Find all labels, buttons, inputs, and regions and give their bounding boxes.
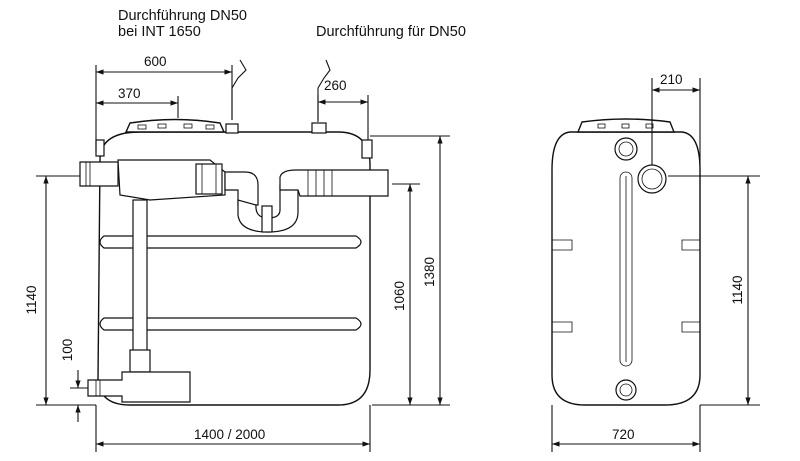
dim-1140-left: 1140 (24, 285, 39, 314)
leader-dn50-top (231, 59, 247, 120)
dim-1400-2000: 1400 / 2000 (194, 427, 265, 442)
dim-1060: 1060 (392, 281, 407, 311)
annotation-dn50-line2: bei INT 1650 (118, 24, 201, 40)
side-view (551, 118, 701, 406)
right-side-stub (361, 139, 373, 159)
tank-body-front (97, 131, 371, 406)
rib-upper (99, 235, 362, 249)
front-view (79, 118, 389, 406)
dim-720: 720 (612, 427, 635, 442)
dn50-for-socket (311, 122, 327, 134)
annotation-dn50-for: Durchführung für DN50 (316, 24, 466, 40)
left-top-stub (95, 139, 105, 157)
dim-600: 600 (144, 54, 167, 69)
side-dimensions: 210 1140 720 (551, 72, 760, 452)
suction-pipe (132, 199, 148, 375)
dn50-top-socket (225, 123, 239, 134)
dim-100: 100 (60, 339, 75, 362)
dim-210: 210 (660, 72, 683, 87)
dim-370: 370 (118, 86, 141, 101)
dim-1380: 1380 (422, 257, 437, 287)
side-lid (576, 118, 676, 133)
annotation-dn50-line1: Durchführung DN50 (118, 8, 247, 24)
lid-slots (137, 123, 215, 130)
outlet-pipe-right (279, 169, 389, 197)
bottom-inlet (87, 371, 191, 403)
rib-lower (99, 317, 362, 331)
left-inlet-pipe (79, 161, 119, 187)
tank-lid (124, 118, 226, 133)
side-lid-slots (597, 123, 654, 129)
dim-260: 260 (324, 78, 347, 93)
leader-dn50-for (317, 59, 331, 120)
front-dimensions: 600 370 260 1140 100 1060 1380 (24, 54, 450, 452)
vertical-channel (619, 171, 633, 367)
middle-vertical-pipe (261, 205, 273, 233)
dim-1140-right: 1140 (730, 275, 745, 304)
side-port-bottom (615, 379, 637, 401)
side-port-top (614, 137, 638, 161)
suction-socket (129, 349, 151, 373)
annotation-dn50: Durchführung DN50 bei INT 1650 (118, 8, 247, 40)
check-valve (195, 163, 223, 195)
